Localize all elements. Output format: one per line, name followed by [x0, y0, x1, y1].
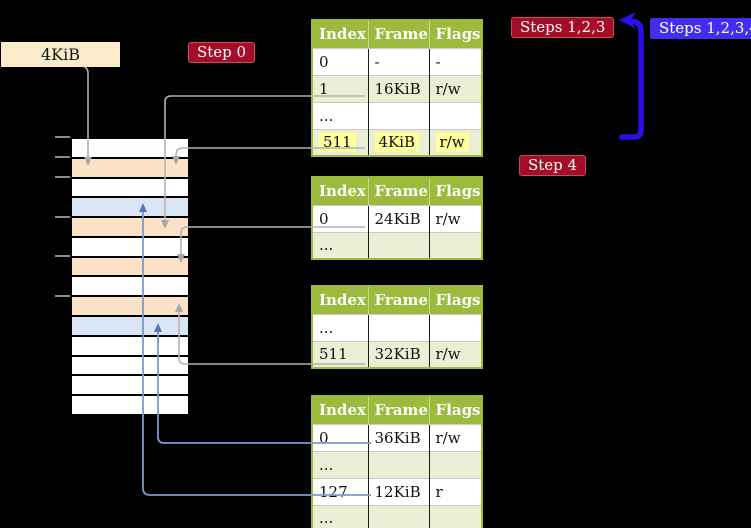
- page-table-level1: Index Frame Flags 0 36KiB r/w ... 127 12…: [311, 395, 483, 528]
- cell: 0: [312, 423, 369, 451]
- cell: [429, 313, 482, 341]
- cell: 24KiB: [368, 204, 430, 232]
- step0-badge: Step 0: [188, 42, 256, 63]
- address-tick: [55, 255, 70, 257]
- memory-frame-0: [72, 139, 188, 157]
- cell: 511: [312, 340, 369, 368]
- cell: r/w: [429, 128, 482, 156]
- cell: [429, 231, 482, 259]
- address-tick: [55, 216, 70, 218]
- cell: r/w: [429, 74, 482, 102]
- table-row: 0 24KiB r/w: [312, 204, 482, 232]
- cell: r/w: [429, 204, 482, 232]
- cell: 12KiB: [368, 477, 430, 505]
- column-header: Index: [312, 286, 369, 314]
- memory-frame-12: [72, 374, 188, 395]
- table-row: 1 16KiB r/w: [312, 74, 482, 102]
- cell: [429, 101, 482, 129]
- table-row: 0 - -: [312, 47, 482, 75]
- cell: 127: [312, 477, 369, 505]
- table-row: 511 32KiB r/w: [312, 340, 482, 368]
- column-header: Flags: [429, 286, 482, 314]
- column-header: Frame: [368, 286, 430, 314]
- memory-frame-8-page-table: [72, 295, 188, 316]
- cell: 4KiB: [368, 128, 430, 156]
- cell: ...: [312, 231, 369, 259]
- cell: 1: [312, 74, 369, 102]
- cell: 511: [312, 128, 369, 156]
- memory-frame-2: [72, 176, 188, 197]
- cell: r/w: [429, 423, 482, 451]
- table-row-recursive-entry: 511 4KiB r/w: [312, 128, 482, 156]
- address-tick: [55, 295, 70, 297]
- cell: ...: [312, 450, 369, 478]
- column-header: Flags: [429, 20, 482, 48]
- table-row: ...: [312, 313, 482, 341]
- memory-frame-3-mapped-page: [72, 196, 188, 217]
- steps123-badge: Steps 1,2,3: [511, 17, 615, 38]
- table-row: ...: [312, 101, 482, 129]
- table-row: 0 36KiB r/w: [312, 423, 482, 451]
- loop-back-arrow: [619, 12, 644, 140]
- address-tick: [55, 176, 70, 178]
- cell: ...: [312, 504, 369, 528]
- table-row: ...: [312, 231, 482, 259]
- table-row: 127 12KiB r: [312, 477, 482, 505]
- cell: 32KiB: [368, 340, 430, 368]
- cell: -: [429, 47, 482, 75]
- cell: [368, 504, 430, 528]
- column-header: Index: [312, 177, 369, 205]
- steps1234-badge: Steps 1,2,3,4: [650, 18, 751, 39]
- memory-frame-11: [72, 354, 188, 375]
- column-header: Frame: [368, 396, 430, 424]
- cell: 16KiB: [368, 74, 430, 102]
- column-header: Index: [312, 20, 369, 48]
- column-header: Flags: [429, 177, 482, 205]
- cell: 0: [312, 204, 369, 232]
- cell: 0: [312, 47, 369, 75]
- step4-badge: Step 4: [519, 155, 587, 176]
- column-header: Frame: [368, 177, 430, 205]
- page-table-level4: Index Frame Flags 0 - - 1 16KiB r/w ... …: [311, 19, 483, 157]
- cell: [368, 313, 430, 341]
- memory-frame-7: [72, 275, 188, 296]
- frame-address-label: 4KiB: [1, 42, 120, 67]
- column-header: Flags: [429, 396, 482, 424]
- cell: [368, 101, 430, 129]
- table-row: ...: [312, 450, 482, 478]
- cell: r/w: [429, 340, 482, 368]
- cell: ...: [312, 101, 369, 129]
- physical-memory-stack: [70, 137, 190, 416]
- page-table-level2: Index Frame Flags ... 511 32KiB r/w: [311, 285, 483, 369]
- memory-frame-9-mapped-page: [72, 315, 188, 335]
- memory-frame-13: [72, 394, 188, 414]
- cell: [429, 504, 482, 528]
- page-table-level3: Index Frame Flags 0 24KiB r/w ...: [311, 176, 483, 260]
- memory-frame-10: [72, 334, 188, 355]
- memory-frame-4-page-table: [72, 216, 188, 236]
- memory-frame-5: [72, 235, 188, 256]
- address-tick: [55, 136, 70, 138]
- memory-frame-6-page-table: [72, 255, 188, 276]
- cell: [368, 231, 430, 259]
- cell: r: [429, 477, 482, 505]
- column-header: Index: [312, 396, 369, 424]
- cell: 36KiB: [368, 423, 430, 451]
- cell: ...: [312, 313, 369, 341]
- cell: [429, 450, 482, 478]
- address-tick: [55, 156, 70, 158]
- table-row: ...: [312, 504, 482, 528]
- cell: -: [368, 47, 430, 75]
- memory-frame-1-page-table: [72, 156, 188, 177]
- cell: [368, 450, 430, 478]
- column-header: Frame: [368, 20, 430, 48]
